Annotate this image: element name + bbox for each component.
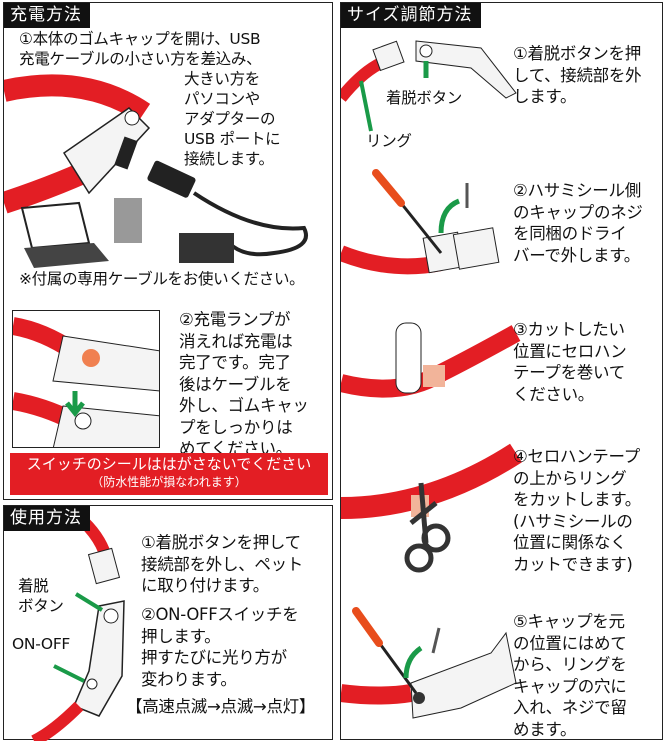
cap-icon: [395, 322, 422, 394]
label-on-off: ON-OFF: [12, 635, 71, 653]
charging-step1: ①本体のゴムキャップを開け、USB 充電ケーブルの小さい方を差込み、: [19, 30, 262, 68]
charging-lamp-image: [12, 310, 160, 448]
section-title-charging: 充電方法: [4, 3, 90, 28]
warning-banner: スイッチのシールははがさないでください （防水性能が損なわれます）: [10, 453, 328, 495]
size-step5: ⑤キャップを元 の位置にはめて から、リングを キャップの穴に 入れ、ネジで留 …: [513, 612, 627, 739]
size-adjust-panel: サイズ調節方法 ①着脱ボタンを押 して、接続部を外 します。 着脱ボタン リング…: [340, 2, 663, 740]
button-icon: [124, 110, 140, 126]
screwdriver-icon: [372, 169, 405, 207]
laptop-keyboard: [24, 243, 109, 268]
size-step1: ①着脱ボタンを押 して、接続部を外 します。: [513, 44, 642, 106]
size-step3: ③カットしたい 位置にセロハン テープを巻いて ください。: [513, 320, 627, 404]
down-arrow-icon: [65, 391, 85, 418]
section-title-usage: 使用方法: [4, 506, 90, 531]
cable-note: ※付属の専用ケーブルをお使いください。: [19, 270, 305, 288]
label-release-button: 着脱 ボタン: [18, 577, 64, 615]
charging-illustration: [4, 74, 308, 268]
laptop-icon: [20, 201, 91, 250]
lamp-off-icon: [74, 412, 92, 430]
connector: [62, 107, 151, 195]
warning-subtext: （防水性能が損なわれます）: [91, 475, 247, 489]
size-step2: ②ハサミシール側 のキャップのネジ を同梱のドライ バーで外します。: [513, 181, 643, 265]
charging-panel: 充電方法 ①本体のゴムキャップを開け、USB 充電ケーブルの小さい方を差込み、 …: [3, 2, 333, 500]
arrow-icon: [74, 592, 104, 612]
charging-step2: ②充電ランプが 消えれば充電は 完了です。完了 後はケーブルを 外し、ゴムキャッ…: [179, 310, 309, 458]
rubber-cap: [114, 136, 138, 170]
warning-text: スイッチのシールははがさないでください: [26, 455, 312, 473]
arrow-icon: [53, 664, 85, 683]
size-step4: ④セロハンテープ の上からリング をカットします。 (ハサミシールの 位置に関係…: [513, 447, 641, 574]
label-release-button: 着脱ボタン: [386, 89, 463, 107]
light-modes: 【高速点滅→点滅→点灯】: [126, 697, 316, 716]
outlet-icon: [114, 198, 142, 243]
usage-step2: ②ON-OFFスイッチを 押します。 押すたびに光り方が 変わります。: [141, 605, 299, 689]
usage-panel: 使用方法 ①着脱ボタンを押して 接続部を外し、ペット に取り付けます。 ②ON-…: [3, 505, 333, 741]
usb-a-plug: [179, 233, 234, 263]
section-title-size-adjust: サイズ調節方法: [341, 3, 481, 28]
cable: [192, 191, 308, 257]
ring-top: [4, 74, 151, 123]
tape-icon: [423, 365, 445, 387]
size-adjust-illustration: [341, 40, 522, 719]
usage-illustration: [31, 506, 125, 741]
label-ring: リング: [366, 132, 412, 150]
charging-step1-cont: 大きい方を パソコンや アダプターの USB ポートに 接続します。: [184, 70, 281, 168]
usage-step1: ①着脱ボタンを押して 接続部を外し、ペット に取り付けます。: [141, 533, 304, 595]
lamp-lit-icon: [82, 349, 100, 367]
micro-usb-plug: [147, 160, 196, 198]
